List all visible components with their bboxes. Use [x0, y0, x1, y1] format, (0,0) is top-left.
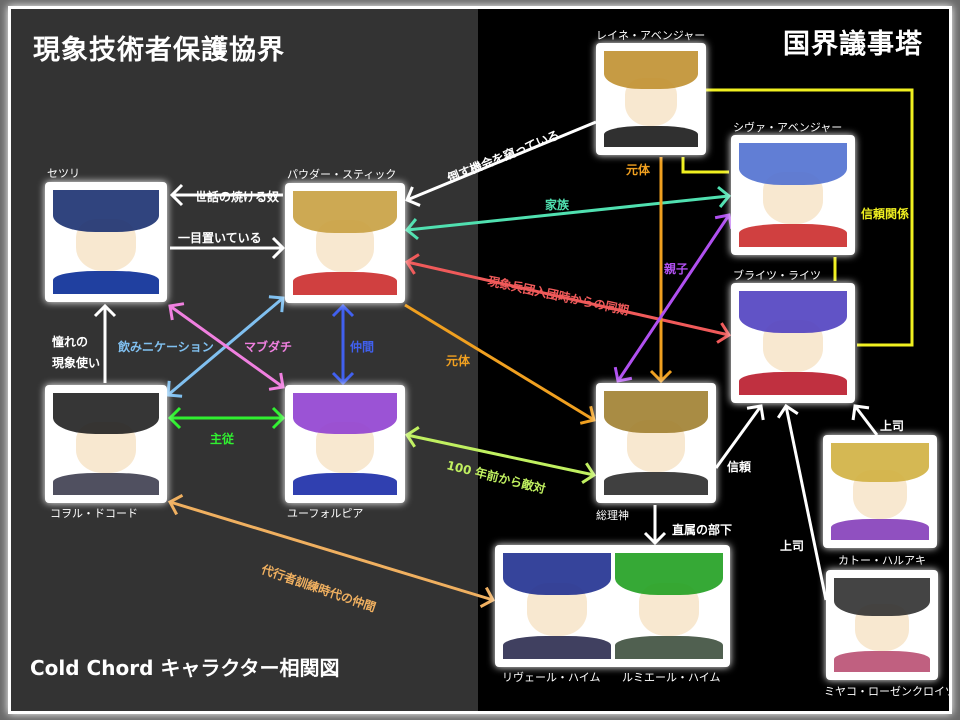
character-portrait-sourishin — [604, 391, 708, 495]
character-name-brights: ブライツ・ライツ — [733, 269, 821, 282]
label-shinrai-kankei: 信頼関係 — [861, 207, 910, 221]
character-portrait-shiva — [739, 143, 847, 247]
label-shinrai: 信頼 — [727, 460, 752, 474]
edge-gentai-powder — [404, 303, 596, 425]
edge-trust-reine-brights — [706, 88, 914, 347]
label-ichimoku: 一目置いている — [178, 231, 262, 245]
label-oyako: 親子 — [664, 262, 689, 276]
character-card-haim-sisters[interactable] — [495, 545, 730, 667]
label-sewa: 世話の焼ける奴 — [195, 190, 280, 204]
edge-joushi-kato — [851, 404, 879, 436]
character-name-miyako: ミヤコ・ローゼンクロイツ — [824, 685, 952, 698]
character-portrait-euphor — [293, 393, 397, 495]
label-joushi-miyako: 上司 — [780, 539, 805, 553]
character-portrait-miyako — [834, 578, 930, 672]
character-portrait-setsuri — [53, 190, 159, 294]
diagram-caption: Cold Chord キャラクター相関図 — [30, 656, 340, 680]
label-nakama: 仲間 — [350, 340, 375, 354]
label-joushi-kato: 上司 — [880, 419, 905, 433]
character-card-euphor[interactable] — [285, 385, 405, 503]
character-name-riveel: リヴェール・ハイム — [502, 671, 601, 684]
character-card-kato[interactable] — [823, 435, 937, 548]
character-name-shiva: シヴァ・アベンジャー — [733, 121, 843, 134]
edge-reine-shiva — [681, 157, 729, 174]
character-portrait-powder — [293, 191, 397, 295]
diagram-frame: 現象技術者保護協界 国界議事塔 Cold Chord キャラクター相関図 セツリ… — [8, 6, 952, 714]
character-portrait-lumiere — [615, 553, 723, 659]
edge-joushi-miyako — [776, 403, 828, 601]
label-nomi: 飲みニケーション — [118, 340, 214, 354]
label-kazoku: 家族 — [545, 198, 570, 212]
character-portrait-brights — [739, 291, 847, 395]
character-name-powder: パウダー・スティック — [287, 168, 397, 181]
character-card-sourishin[interactable] — [596, 383, 716, 503]
character-name-sourishin: 総理神 — [596, 509, 629, 522]
character-name-koneru: コヲル・ドコード — [50, 507, 138, 520]
edge-kazoku — [404, 185, 732, 241]
character-name-setsuri: セツリ — [47, 167, 80, 180]
label-buka: 直属の部下 — [672, 523, 733, 537]
character-name-lumiere: ルミエール・ハイム — [622, 671, 721, 684]
label-gentai-reine: 元体 — [626, 163, 651, 177]
character-portrait-riveel — [503, 553, 611, 659]
character-card-powder[interactable] — [285, 183, 405, 303]
edge-oyako — [613, 213, 734, 383]
edge-tekitai — [404, 426, 597, 484]
label-akogare-2: 現象使い — [52, 356, 101, 370]
character-card-koneru[interactable] — [45, 385, 167, 503]
character-card-brights[interactable] — [731, 283, 855, 403]
label-mabu: マブダチ — [244, 340, 293, 354]
character-card-shiva[interactable] — [731, 135, 855, 255]
character-card-miyako[interactable] — [826, 570, 938, 680]
edge-shinrai — [714, 404, 765, 469]
character-name-kato: カトー・ハルアキ — [838, 554, 926, 567]
label-gentai-powder: 元体 — [446, 354, 471, 368]
right-group-title: 国界議事塔 — [783, 29, 923, 60]
character-card-setsuri[interactable] — [45, 182, 167, 302]
character-portrait-koneru — [53, 393, 159, 495]
character-portrait-kato — [831, 443, 929, 540]
character-portrait-reine — [604, 51, 698, 147]
character-name-euphor: ユーフォルピア — [287, 507, 364, 520]
label-shuju: 主従 — [210, 432, 235, 446]
character-card-reine[interactable] — [596, 43, 706, 155]
left-group-title: 現象技術者保護協界 — [33, 35, 285, 66]
label-akogare-1: 憧れの — [52, 335, 89, 349]
edge-mabu — [168, 302, 285, 391]
character-name-reine: レイネ・アベンジャー — [596, 29, 706, 42]
edge-dairi — [167, 494, 496, 608]
relationship-edges — [93, 88, 914, 608]
